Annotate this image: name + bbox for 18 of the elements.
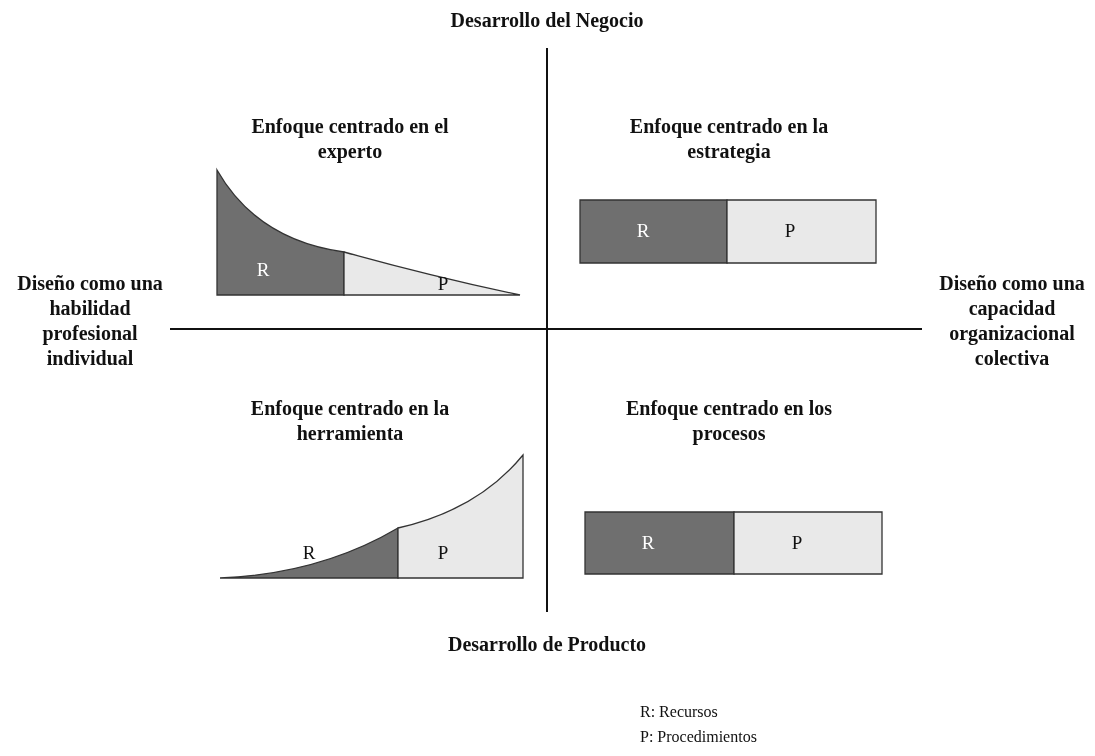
axis-label: Diseño como una habilidad profesional individual [16, 271, 164, 371]
segment-label: P [791, 533, 803, 553]
segment-label: R [256, 260, 270, 280]
legend-note: P: Procedimientos [640, 727, 757, 747]
quadrant-title: Enfoque centrado en la herramienta [249, 396, 451, 446]
segment-label: R [636, 221, 650, 241]
quadrant-title: Enfoque centrado en la estrategia [628, 114, 830, 164]
segment-label: P [784, 221, 796, 241]
axis-label: Diseño como una capacidad organizacional colectiva [938, 271, 1086, 371]
axis-label: Desarrollo del Negocio [449, 8, 645, 33]
quadrant-title: Enfoque centrado en el experto [250, 114, 450, 164]
segment-label: P [437, 543, 449, 563]
quadrant-title: Enfoque centrado en los procesos [624, 396, 834, 446]
segment-label: R [302, 543, 316, 563]
segment-label: P [437, 274, 449, 294]
axis-label: Desarrollo de Producto [446, 632, 648, 657]
segment-label: R [641, 533, 655, 553]
legend-note: R: Recursos [640, 702, 718, 722]
